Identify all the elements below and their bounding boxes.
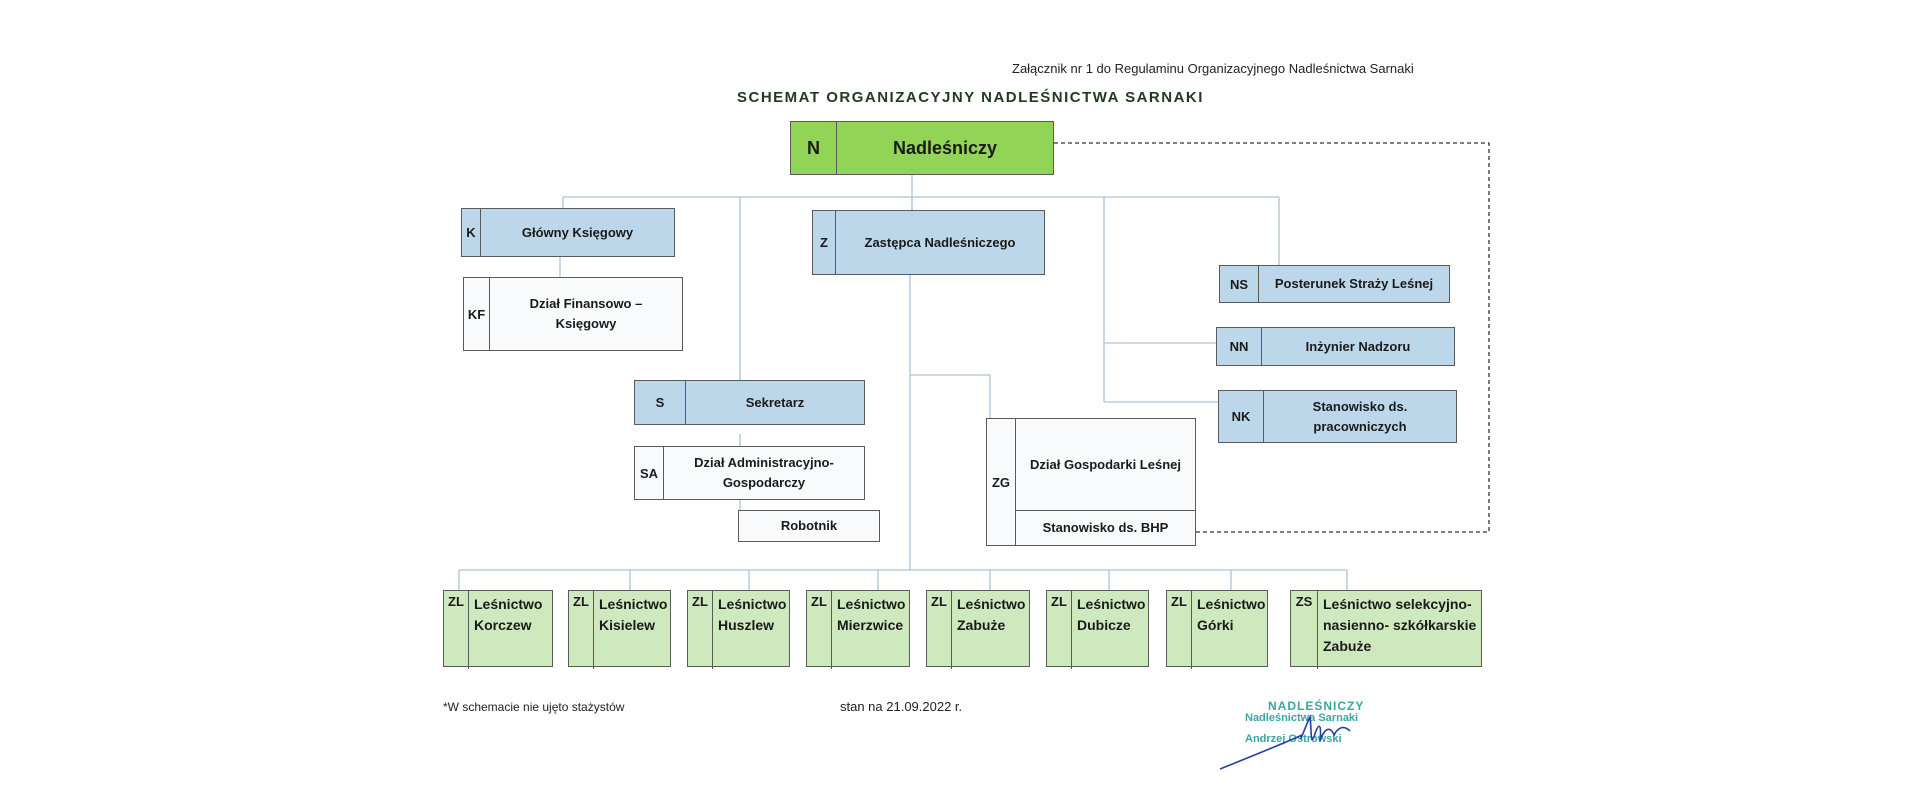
node-code: KF — [464, 278, 490, 350]
forestry-name: Leśnictwo selekcyjno-nasienno- szkółkars… — [1323, 596, 1477, 654]
signature-stamp: NADLEŚNICZY Nadleśnictwa Sarnaki Andrzej… — [1210, 695, 1390, 775]
node-code: SA — [635, 447, 664, 499]
node-name: Robotnik — [780, 518, 838, 533]
footer-date: stan na 21.09.2022 r. — [840, 699, 963, 714]
node-name: Posterunek Straży Leśnej — [1274, 276, 1434, 291]
node-name: Stanowisko ds. pracowniczych — [1312, 398, 1408, 434]
node-code: S — [635, 381, 686, 424]
node-name: Dział Gospodarki Leśnej — [1030, 456, 1181, 472]
forestry-huszlew: ZL Leśnictwo Huszlew — [687, 590, 790, 669]
node-code: NS — [1220, 266, 1259, 302]
forestry-name: Leśnictwo Zabuże — [957, 596, 1026, 633]
forestry-code: ZL — [569, 591, 594, 669]
forestry-name: Leśnictwo Górki — [1197, 596, 1266, 633]
node-name: Dział Finansowo – Księgowy — [529, 296, 643, 331]
forestry-code: ZS — [1291, 591, 1318, 669]
node-name: Inżynier Nadzoru — [1305, 338, 1411, 354]
forestry-selekcyjno-nasienno-szkolkarskie-zabuze: ZS Leśnictwo selekcyjno-nasienno- szkółk… — [1290, 590, 1482, 669]
signature-scribble — [1219, 714, 1351, 770]
node-sekretarz: S Sekretarz — [634, 380, 865, 425]
node-code: N — [791, 122, 837, 174]
forestry-kisielew: ZL Leśnictwo Kisielew — [568, 590, 671, 669]
node-code: ZG — [987, 419, 1016, 545]
node-name: Zastępca Nadleśniczego — [864, 234, 1016, 250]
forestry-dubicze: ZL Leśnictwo Dubicze — [1046, 590, 1149, 669]
node-sub-bhp: Stanowisko ds. BHP — [1016, 510, 1195, 545]
node-dzial-finansowo-ksiegowy: KF Dział Finansowo – Księgowy — [463, 277, 683, 351]
node-glowny-ksiegowy: K Główny Księgowy — [461, 208, 675, 257]
footer-note: *W schemacie nie ujęto stażystów — [443, 700, 625, 714]
forestry-name: Leśnictwo Huszlew — [718, 596, 787, 633]
forestry-name: Leśnictwo Dubicze — [1077, 596, 1146, 633]
node-zastepca-nadlesniczego: Z Zastępca Nadleśniczego — [812, 210, 1045, 275]
node-inzynier-nadzoru: NN Inżynier Nadzoru — [1216, 327, 1455, 366]
node-posterunek-strazy-lesnej: NS Posterunek Straży Leśnej — [1219, 265, 1450, 303]
forestry-code: ZL — [1167, 591, 1192, 669]
forestry-zabuze: ZL Leśnictwo Zabuże — [926, 590, 1030, 669]
node-stanowisko-ds-pracowniczych: NK Stanowisko ds. pracowniczych — [1218, 390, 1457, 443]
forestry-code: ZL — [927, 591, 952, 669]
stamp-line-1: NADLEŚNICZY — [1268, 699, 1365, 713]
forestry-mierzwice: ZL Leśnictwo Mierzwice — [806, 590, 910, 669]
forestry-code: ZL — [688, 591, 713, 669]
node-name: Nadleśniczy — [892, 138, 998, 158]
annex-note: Załącznik nr 1 do Regulaminu Organizacyj… — [1012, 61, 1414, 76]
forestry-code: ZL — [444, 591, 469, 669]
node-code: NN — [1217, 328, 1262, 365]
stamp-line-2: Nadleśnictwa Sarnaki — [1245, 712, 1359, 724]
node-name: Sekretarz — [745, 394, 805, 410]
node-robotnik: Robotnik — [738, 510, 880, 542]
forestry-code: ZL — [1047, 591, 1072, 669]
forestry-code: ZL — [807, 591, 832, 669]
node-code: Z — [813, 211, 836, 274]
forestry-name: Leśnictwo Mierzwice — [837, 596, 906, 633]
node-name: Dział Administracyjno-Gospodarczy — [694, 455, 834, 490]
node-code: NK — [1219, 391, 1264, 442]
node-dzial-administracyjno-gospodarczy: SA Dział Administracyjno-Gospodarczy — [634, 446, 865, 500]
node-dzial-gospodarki-lesnej: ZG Dział Gospodarki Leśnej Stanowisko ds… — [986, 418, 1196, 546]
forestry-korczew: ZL Leśnictwo Korczew — [443, 590, 553, 669]
forestry-gorki: ZL Leśnictwo Górki — [1166, 590, 1268, 669]
page-title: SCHEMAT ORGANIZACYJNY NADLEŚNICTWA SARNA… — [737, 89, 1204, 106]
forestry-name: Leśnictwo Korczew — [474, 596, 543, 633]
node-name: Główny Księgowy — [521, 224, 634, 240]
forestry-name: Leśnictwo Kisielew — [599, 596, 668, 633]
node-nadlesniczy: N Nadleśniczy — [790, 121, 1054, 175]
node-code: K — [462, 209, 481, 256]
